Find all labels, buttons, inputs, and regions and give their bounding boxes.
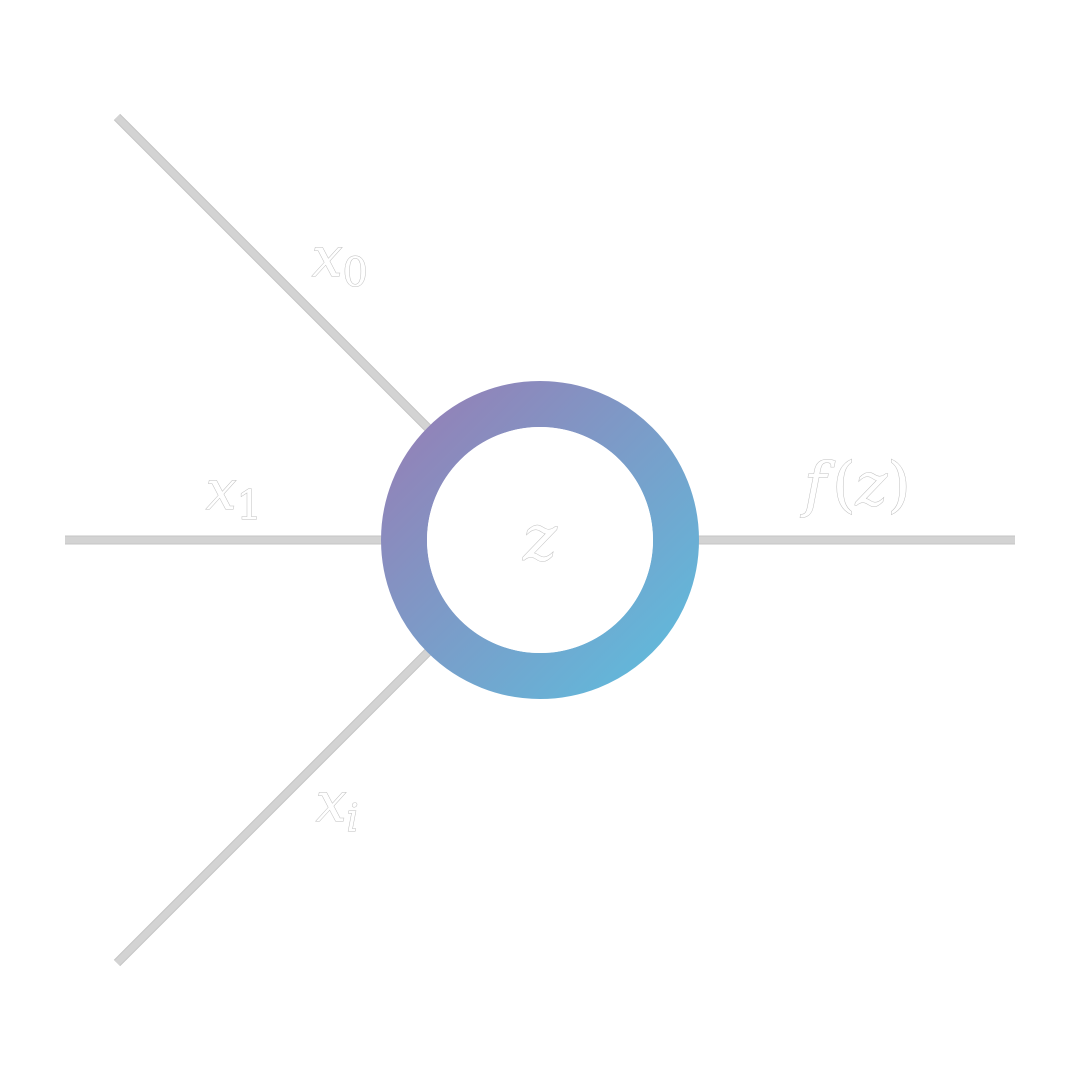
input-edge-xi <box>114 637 443 966</box>
input-label-x1-subscript: 1 <box>236 483 261 529</box>
output-label-close-paren: ) <box>887 450 910 520</box>
input-label-x1: x1 <box>206 459 262 529</box>
neuron-node <box>381 381 699 699</box>
output-label-f: f <box>800 450 836 520</box>
input-label-x0-base: x <box>312 226 342 289</box>
output-label: f(z) <box>800 450 911 520</box>
output-label-z: z <box>855 450 888 520</box>
neuron-node-inner <box>427 427 653 653</box>
input-label-x0: x0 <box>312 226 368 296</box>
node-label-z: z <box>522 502 558 576</box>
input-label-xi: xi <box>316 771 359 840</box>
input-label-xi-base: x <box>316 771 346 834</box>
output-label-open-paren: ( <box>832 450 855 520</box>
input-edge-x0 <box>114 114 443 443</box>
input-label-xi-subscript: i <box>346 796 358 840</box>
input-label-x1-base: x <box>206 459 236 522</box>
input-label-x0-subscript: 0 <box>342 250 367 296</box>
